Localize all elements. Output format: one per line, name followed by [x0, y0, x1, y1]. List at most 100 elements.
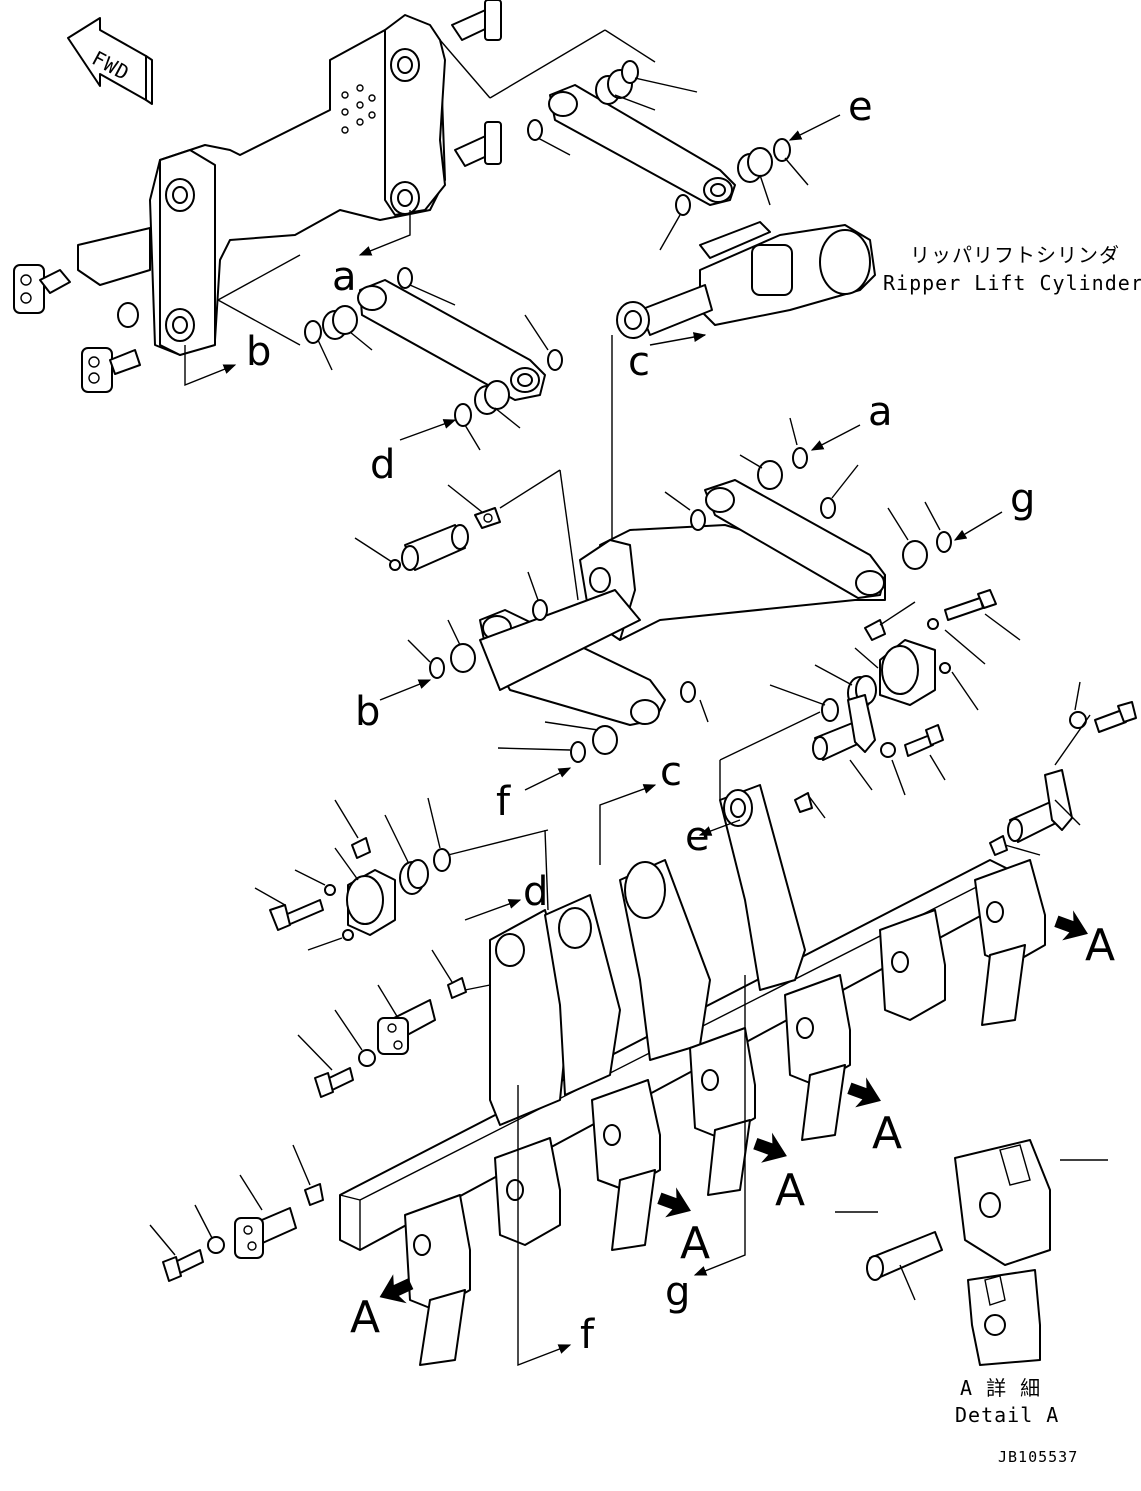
end-cap-left — [346, 869, 396, 936]
ref-letter-A-5: A — [1085, 920, 1115, 971]
seal-ring-5 — [397, 267, 413, 289]
seal-ring-1 — [621, 60, 639, 84]
seal-ring-6 — [304, 320, 322, 344]
drawing-number: JB105537 — [998, 1448, 1078, 1466]
bolt-left-1 — [269, 899, 324, 931]
grease-fitting-7 — [304, 1183, 324, 1206]
grease-fitting-3 — [794, 792, 813, 813]
small-bolt-1 — [389, 559, 401, 571]
seal-ring-10 — [690, 509, 706, 531]
lower-link-arm — [357, 279, 546, 401]
ref-letter-c-1: c — [628, 339, 650, 385]
shank-pocket-4 — [689, 1027, 756, 1196]
shank-bracket-1 — [489, 909, 571, 1126]
ref-letter-b-1: b — [246, 329, 271, 375]
bolt-right-2 — [904, 724, 944, 757]
washer-left-3 — [358, 1049, 376, 1067]
pin-plate-left-bottom-2 — [234, 1207, 297, 1259]
cover-cap-right — [879, 639, 936, 706]
bushing-5 — [450, 643, 476, 673]
shank-bracket-2 — [544, 894, 621, 1096]
ref-letter-e-2: e — [685, 814, 710, 860]
seal-ring-7 — [547, 349, 563, 371]
shank-bracket-4 — [719, 784, 806, 991]
detail-label-jp: A 詳 細 — [960, 1376, 1041, 1400]
detail-a-view — [866, 1139, 1051, 1366]
seal-ring-2 — [527, 119, 543, 141]
seal-ring-17 — [821, 698, 839, 722]
pin-plate-right-1 — [812, 694, 876, 761]
ref-letter-a-2: a — [868, 389, 893, 435]
ref-letter-g-2: g — [665, 1269, 690, 1315]
ref-letter-a-1: a — [332, 254, 357, 300]
washer-right-2 — [939, 662, 951, 674]
cylinder-label-en: Ripper Lift Cylinder — [883, 271, 1141, 295]
seal-ring-11 — [680, 681, 696, 703]
bolt-right-1 — [944, 589, 997, 621]
bushing-8 — [902, 540, 928, 570]
seal-cap-left — [399, 859, 429, 895]
washer-left-2 — [342, 929, 354, 941]
grease-fitting-5 — [351, 837, 371, 859]
ref-letter-f-2: f — [580, 1312, 595, 1358]
shank-pocket-2 — [494, 1137, 561, 1246]
seal-ring-12 — [429, 657, 445, 679]
ref-letter-c-2: c — [660, 749, 682, 795]
ref-letter-g-1: g — [1010, 476, 1035, 522]
seal-ring-8 — [454, 403, 472, 427]
seal-ring-14 — [792, 447, 808, 469]
bolt-left-2 — [314, 1067, 354, 1098]
ref-letter-d-2: d — [523, 869, 548, 915]
bolt-left-3 — [162, 1249, 204, 1282]
seal-ring-16 — [936, 531, 952, 553]
ref-letter-d-1: d — [370, 442, 395, 488]
ref-letter-f-1: f — [496, 779, 511, 825]
ref-letter-A-1: A — [350, 1292, 380, 1343]
fwd-arrow-icon: FWD — [67, 17, 153, 105]
grease-fitting-1 — [474, 507, 501, 529]
pin-plate-left-bottom — [81, 347, 141, 393]
shank-bracket-3 — [619, 859, 711, 1061]
detail-a-arrow-4: A — [847, 1077, 902, 1159]
bushing-6 — [592, 725, 618, 755]
shank-pocket-5 — [784, 974, 851, 1141]
seal-ring-9 — [532, 599, 548, 621]
bushing-3 — [322, 305, 358, 340]
grease-fitting-4 — [989, 835, 1008, 856]
shank-pocket-1 — [404, 1194, 471, 1366]
shank-pocket-7 — [974, 859, 1046, 1026]
washer-left-1 — [324, 884, 336, 896]
pin-plate-left-mid — [377, 999, 436, 1055]
ref-letter-b-2: b — [355, 689, 380, 735]
seal-ring-18 — [433, 848, 451, 872]
detail-a-arrow-1: A — [350, 1274, 414, 1343]
detail-a-arrow-3: A — [753, 1132, 805, 1216]
cylinder-label-jp: リッパリフトシリンダ — [910, 243, 1120, 267]
pin-plate-left-top — [13, 264, 71, 314]
bushing-4 — [474, 380, 510, 415]
seal-ring-4 — [773, 138, 791, 162]
washer-right-4 — [1069, 711, 1087, 729]
ref-letter-e-1: e — [848, 84, 873, 130]
seal-ring-15 — [820, 497, 836, 519]
shank-pocket-6 — [879, 909, 946, 1021]
detail-a-arrow-5: A — [1054, 910, 1115, 971]
bolt-right-3 — [1094, 701, 1137, 733]
detail-a-arrow-2: A — [657, 1187, 710, 1269]
detail-label-en: Detail A — [955, 1403, 1059, 1427]
pin-top-1 — [451, 0, 502, 41]
seal-ring-3 — [675, 194, 691, 216]
pin-plate-right-2 — [1007, 769, 1073, 843]
shank-pocket-3 — [591, 1079, 661, 1251]
upper-link-arm — [548, 84, 736, 206]
bushing-7 — [757, 460, 783, 490]
grease-fitting-6 — [447, 977, 467, 999]
washer-left-4 — [207, 1236, 225, 1254]
ripper-link-assembly — [479, 479, 886, 726]
ref-letter-A-4: A — [872, 1108, 902, 1159]
pin-top-2 — [454, 121, 502, 167]
seal-ring-13 — [570, 741, 586, 763]
ref-letter-A-3: A — [775, 1165, 805, 1216]
ref-letter-A-2: A — [680, 1218, 710, 1269]
